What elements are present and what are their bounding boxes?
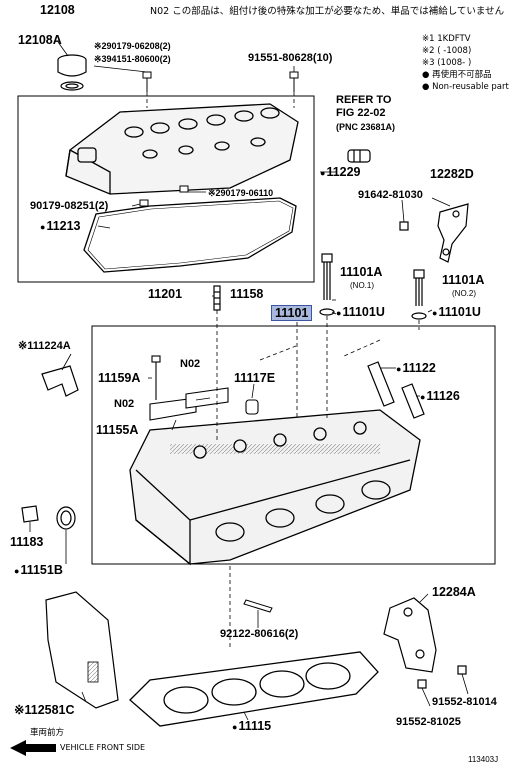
label-91642-81030[interactable]: 91642-81030	[358, 189, 423, 201]
cover-bolts	[142, 71, 299, 92]
cam-sensor-plug	[347, 149, 371, 163]
label-11101U-2[interactable]: 11101U	[432, 306, 480, 319]
cover-group-box	[17, 95, 315, 283]
engine-hanger-front	[399, 203, 469, 263]
label-11101A-no2[interactable]: 11101A	[442, 273, 485, 287]
oil-filler-cap	[57, 54, 87, 91]
head-gasket	[129, 651, 379, 727]
cam-bracket	[41, 365, 79, 397]
label-90179-06110[interactable]: ※290179-06110	[208, 188, 274, 198]
label-12282D[interactable]: 12282D	[430, 167, 474, 181]
stud-bolt	[213, 285, 221, 311]
label-91552-81014[interactable]: 91552-81014	[432, 696, 497, 708]
label-12284A[interactable]: 12284A	[432, 585, 476, 599]
head-cover-gasket	[83, 197, 297, 273]
label-11101U-1[interactable]: 11101U	[336, 306, 384, 319]
refer-line1: REFER TO	[336, 94, 392, 106]
label-12108A[interactable]: 12108A	[18, 33, 62, 47]
label-11159A[interactable]: 11159A	[98, 371, 141, 385]
legend-1: ※1 1KDFTV	[422, 34, 471, 44]
figure-id: 113403J	[468, 755, 499, 764]
label-N02-a: N02	[180, 358, 201, 370]
label-11115[interactable]: 11115	[232, 720, 271, 733]
label-94151-80600[interactable]: ※394151-80600(2)	[94, 54, 171, 64]
legend-5: ● Non-reusable part	[422, 82, 509, 92]
engine-hanger-rear	[383, 597, 467, 689]
front-side-en: VEHICLE FRONT SIDE	[60, 743, 146, 752]
head-group-box	[91, 325, 496, 565]
label-92122-80616[interactable]: 92122-80616(2)	[220, 628, 299, 640]
label-11229[interactable]: 11229	[320, 166, 360, 179]
label-11158[interactable]: 11158	[230, 287, 264, 301]
label-12108[interactable]: 12108	[40, 3, 75, 17]
label-11117E[interactable]: 11117E	[234, 371, 276, 385]
head-bolts	[319, 253, 427, 320]
front-side-jp: 車両前方	[30, 728, 65, 738]
label-11155A[interactable]: 11155A	[96, 423, 139, 437]
bearing-caps	[149, 355, 259, 421]
cylinder-head	[129, 409, 421, 566]
label-11126[interactable]: 11126	[420, 390, 459, 403]
refer-line2: FIG 22-02	[336, 107, 386, 119]
label-11122[interactable]: 11122	[396, 362, 435, 375]
label-11213[interactable]: 11213	[40, 220, 80, 233]
label-11101A-no1[interactable]: 11101A	[340, 265, 383, 279]
label-N02-b: N02	[114, 398, 135, 410]
refer-line3: (PNC 23681A)	[336, 122, 396, 132]
label-90179-06208[interactable]: ※290179-06208(2)	[94, 41, 171, 51]
legend-2: ※2 ( -1008)	[422, 46, 472, 56]
head-plug	[21, 505, 39, 523]
stud-92122	[243, 599, 273, 613]
label-11224A[interactable]: ※111224A	[18, 340, 71, 352]
timing-cover-plate	[45, 591, 119, 709]
label-12581C[interactable]: ※112581C	[14, 703, 75, 717]
label-11101-highlighted[interactable]: 11101	[271, 305, 313, 321]
label-11201[interactable]: 11201	[148, 287, 183, 301]
legend-4: ● 再使用不可部品	[422, 70, 492, 80]
header-note: N02 この部品は、組付け後の特殊な加工が必要なため、単品では補給していません	[150, 6, 505, 17]
label-11101A-no2-sub: (NO.2)	[452, 289, 476, 298]
cylinder-head-cover	[65, 103, 299, 195]
valve-guides	[367, 361, 425, 419]
label-91552-81025[interactable]: 91552-81025	[396, 716, 461, 728]
label-91551-80628[interactable]: 91551-80628(10)	[248, 52, 333, 64]
legend-3: ※3 (1008- )	[422, 58, 472, 68]
label-11183[interactable]: 11183	[10, 535, 44, 549]
label-11151B[interactable]: 11151B	[14, 564, 62, 577]
label-90179-08251[interactable]: 90179-08251(2)	[30, 200, 109, 212]
front-arrow	[10, 740, 56, 756]
label-11101A-no1-sub: (NO.1)	[350, 281, 374, 290]
